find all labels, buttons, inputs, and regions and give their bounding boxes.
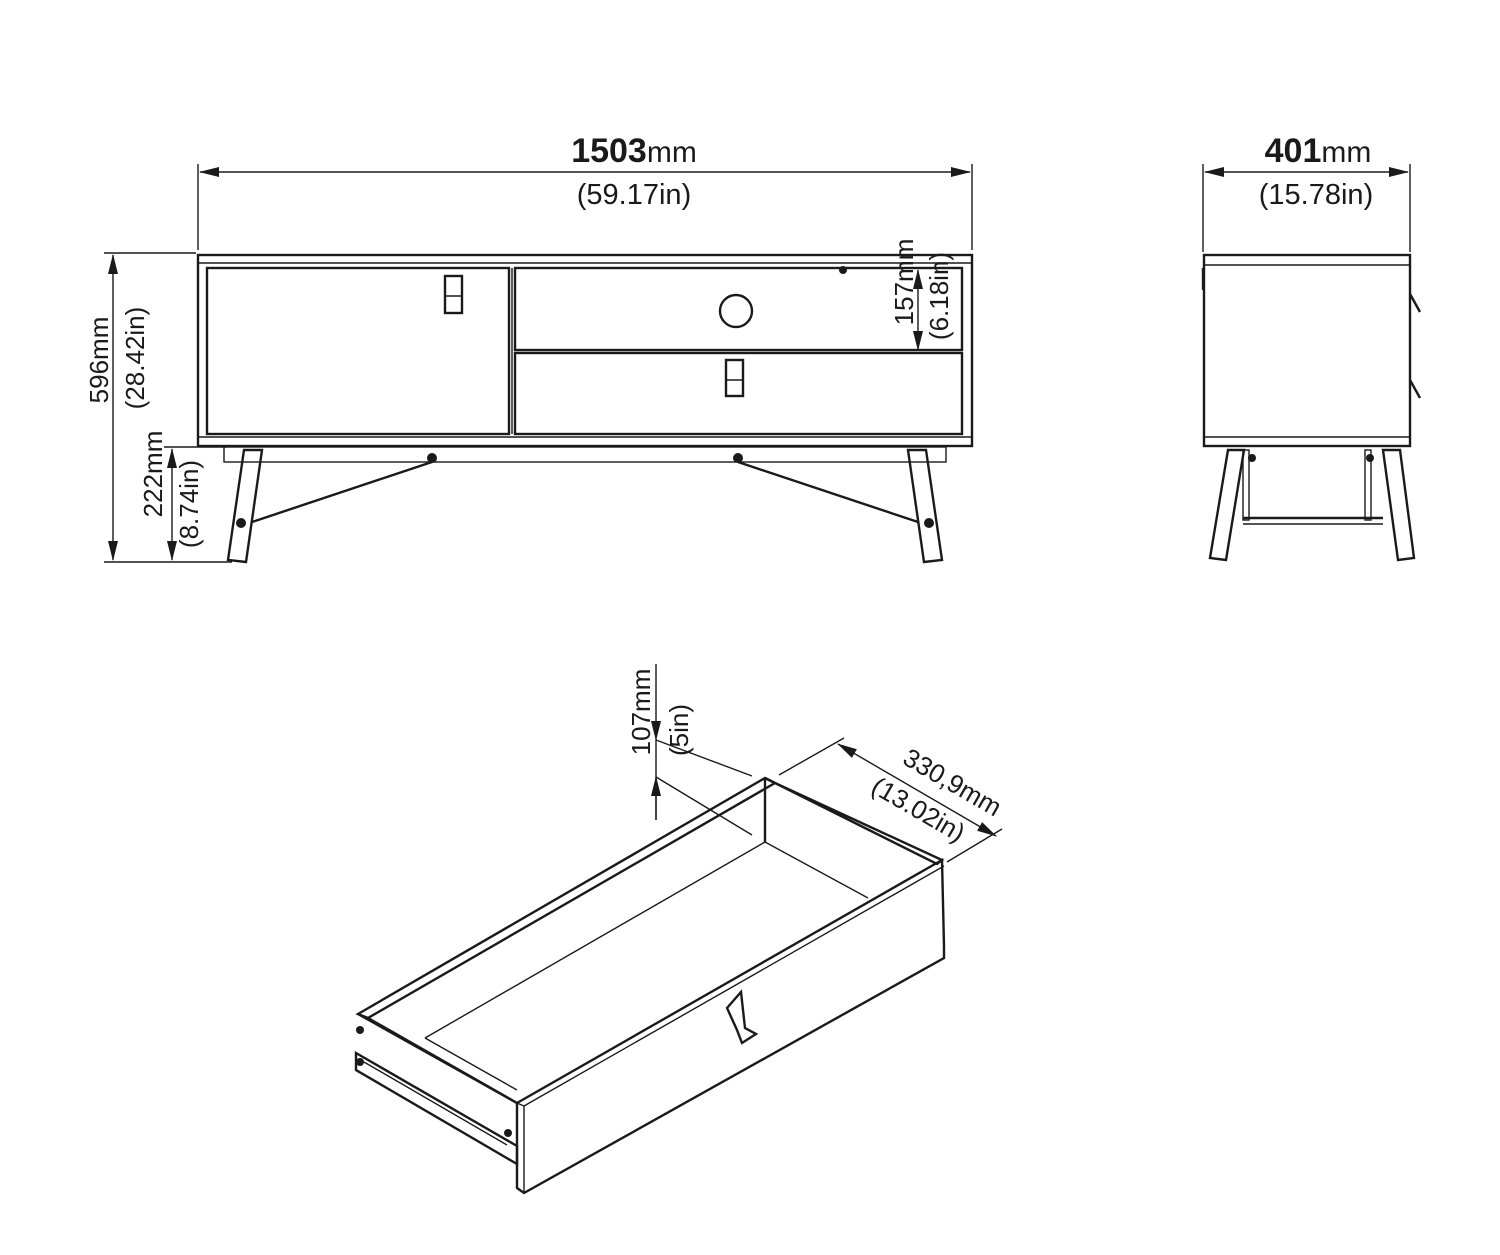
front-drawer-height-mm: 157mm [889, 239, 919, 326]
side-handle-upper-icon [1408, 293, 1422, 313]
brace-right [737, 460, 919, 524]
drawer-view: 107mm (5in) 330,9mm (13.02in) [354, 664, 1007, 1195]
leg-bolt-right [924, 518, 934, 528]
drawer-side-inner-edge [367, 1016, 518, 1105]
brace-left [251, 460, 433, 524]
total-height-inches: (28.42in) [120, 307, 150, 410]
drawer-runner [354, 1050, 519, 1167]
drawer-floor-left-edge [424, 1037, 518, 1091]
runner-screw-front [504, 1129, 512, 1137]
leg-bolt-left [236, 518, 246, 528]
front-leg-left [226, 448, 264, 564]
hinge-dot [839, 266, 847, 274]
drawer-side-top [355, 776, 778, 1020]
frame-screw-left [427, 453, 437, 463]
lower-drawer-front [513, 351, 964, 436]
runner-screw-top [356, 1026, 364, 1034]
leg-height-mm: 222mm [138, 431, 168, 518]
side-depth-label: 401mm [1265, 132, 1372, 170]
side-leg-front [1208, 448, 1246, 562]
total-height-mm: 596mm [84, 317, 114, 404]
drawer-height-mm: 107mm [626, 669, 656, 756]
runner-screw-bottom [356, 1058, 364, 1066]
front-view: 1503mm (59.17in) 596mm (28.42in) [84, 132, 974, 564]
front-drawer-height-inches: (6.18in) [924, 252, 954, 340]
drawer-runner-track [363, 1061, 508, 1146]
frame-screw-right [733, 453, 743, 463]
side-cabinet-outline [1202, 253, 1412, 448]
drawer-front-top-bevel [523, 865, 945, 1107]
drawer-pull-handle-icon [725, 989, 759, 1045]
upper-drawer-front [513, 266, 964, 352]
front-width-label: 1503mm [571, 132, 697, 170]
side-depth-inches: (15.78in) [1259, 179, 1373, 211]
drawer-depth-extension-back [778, 737, 845, 776]
cable-hole-icon [718, 293, 754, 329]
drawer-handle-icon [724, 358, 745, 398]
drawer-depth-dimension-line [837, 743, 997, 837]
drawer-height-inches: (5in) [664, 704, 694, 756]
front-width-inches: (59.17in) [577, 179, 691, 211]
drawer-floor-right-edge [764, 841, 869, 899]
side-screw-right [1366, 454, 1374, 462]
side-screw-left [1248, 454, 1256, 462]
side-leg-inner-front [1242, 449, 1250, 521]
drawer-height-extension-bottom [655, 776, 753, 836]
front-leg-right [906, 448, 944, 564]
side-leg-inner-back [1364, 449, 1372, 521]
side-view: 401mm (15.78in) [1201, 132, 1422, 562]
door-panel [205, 266, 511, 436]
base-frame [223, 446, 947, 463]
side-leg-back [1381, 448, 1416, 562]
side-handle-lower-icon [1408, 379, 1422, 399]
drawer-floor-back-edge [424, 841, 766, 1039]
drawer-front-edge [516, 1102, 525, 1107]
drawer-height-extension-top [655, 739, 753, 777]
door-handle-icon [443, 274, 464, 315]
cabinet-outline [196, 253, 974, 448]
drawer-front-panel [515, 857, 946, 1195]
leg-height-inches: (8.74in) [174, 460, 204, 548]
